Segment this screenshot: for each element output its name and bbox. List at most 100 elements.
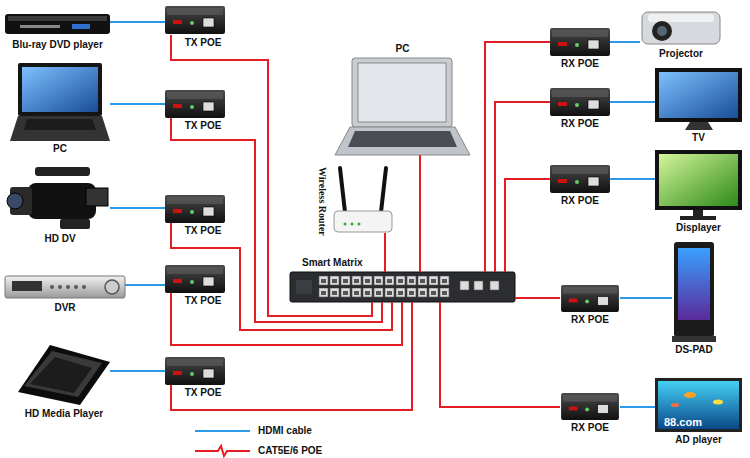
dvr-dial — [105, 280, 119, 294]
hdmi-cable — [620, 297, 672, 299]
kiosk-body — [674, 242, 714, 337]
monitor-screen — [659, 154, 738, 206]
ad-fish — [713, 400, 723, 405]
media-player-body — [18, 345, 110, 405]
legend-text: CAT5E/6 POE — [258, 445, 322, 457]
tx-extender: TX POE — [165, 265, 225, 293]
legend-poe-line — [195, 446, 250, 456]
router-body — [334, 211, 392, 232]
rx-extender: RX POE — [550, 88, 610, 116]
device-label: Smart Matrix — [302, 257, 363, 269]
rx-extender: RX POE — [550, 165, 610, 193]
hdmi-cable — [610, 101, 655, 103]
legend-hdmi-line — [195, 430, 250, 432]
projector-top — [648, 14, 714, 22]
dvr-display — [12, 281, 42, 291]
bluray-tray — [20, 25, 60, 28]
poe-cable — [171, 302, 412, 410]
hdmi-cable — [110, 207, 165, 209]
media-player-top — [24, 351, 102, 397]
hdmi-cable — [610, 41, 640, 43]
poe-cable — [171, 223, 392, 330]
tx-extender: TX POE — [165, 195, 225, 223]
device-label: HD Media Player — [25, 408, 103, 420]
tx-box — [165, 90, 225, 118]
tx-box — [165, 357, 225, 385]
bluray-body — [5, 14, 110, 34]
device-label: TX POE — [185, 295, 222, 307]
switch-sfp — [474, 281, 483, 290]
laptop-base — [335, 127, 470, 155]
device-label: DS-PAD — [675, 344, 713, 356]
device-label: AD player — [675, 434, 722, 446]
ad-frame — [655, 378, 742, 432]
device-label: PC — [396, 43, 410, 55]
poe-cable — [485, 42, 550, 272]
hdmi-cable — [620, 406, 655, 408]
laptop-base — [10, 116, 110, 141]
device-label: HD DV — [44, 233, 75, 245]
dvr-body — [5, 276, 125, 298]
dvr: DVR — [5, 274, 125, 299]
hdmi-cable — [125, 284, 165, 286]
tx-box — [165, 265, 225, 293]
device-label: RX POE — [571, 314, 609, 326]
dvr-button — [82, 285, 86, 289]
projector-lens — [652, 21, 672, 41]
device-label: RX POE — [561, 118, 599, 130]
ad-fish — [684, 392, 696, 398]
tx-box — [165, 195, 225, 223]
switch-body — [290, 272, 515, 302]
media-player: HD Media Player — [18, 345, 110, 405]
device-label: PC — [53, 143, 67, 155]
dvr-button — [50, 285, 54, 289]
device-label: RX POE — [561, 58, 599, 70]
device-label: DVR — [54, 302, 75, 314]
monitor: Displayer — [655, 150, 742, 220]
switch-ports — [318, 276, 450, 300]
poe-cable — [515, 297, 560, 299]
monitor-neck — [693, 210, 703, 216]
rx-extender: RX POE — [550, 28, 610, 56]
ad-screen — [658, 381, 739, 429]
router-antenna — [381, 168, 386, 212]
rx-box — [550, 88, 610, 116]
device-label: TX POE — [185, 387, 222, 399]
dvr-button — [58, 285, 62, 289]
tx-box — [165, 6, 225, 34]
tv-screen — [659, 72, 738, 118]
poe-cable — [419, 155, 421, 272]
kiosk-screen — [678, 248, 710, 320]
router-antenna — [340, 168, 345, 212]
laptop-keyboard — [348, 131, 457, 147]
watermark: 88.com — [664, 416, 702, 428]
device-label: Blu-ray DVD player — [12, 39, 103, 51]
tx-extender: TX POE — [165, 5, 225, 35]
ad-fish — [671, 403, 679, 407]
poe-cable — [505, 179, 550, 272]
poe-cable — [171, 35, 372, 316]
device-label: TX POE — [185, 120, 222, 132]
tx-extender: TX POE — [165, 357, 225, 385]
laptop: PC — [335, 58, 470, 155]
laptop-lid — [18, 63, 102, 116]
poe-cable — [171, 293, 402, 345]
device-label: RX POE — [571, 422, 609, 434]
laptop-lid — [352, 58, 452, 127]
rx-box — [561, 393, 619, 420]
kiosk-base — [672, 336, 716, 342]
laptop-screen — [22, 67, 98, 112]
switch-sfp — [460, 281, 469, 290]
monitor-frame — [655, 150, 742, 210]
device-label: Wireless Router — [316, 167, 328, 236]
media-player-gloss — [30, 357, 92, 393]
bluray-gloss — [8, 16, 107, 21]
hdmi-cable — [110, 103, 165, 105]
device-label: TV — [692, 132, 705, 144]
legend-text: HDMI cable — [258, 425, 312, 437]
tx-extender: TX POE — [165, 90, 225, 118]
camera-grip — [60, 219, 90, 229]
laptop-keyboard — [24, 119, 96, 130]
